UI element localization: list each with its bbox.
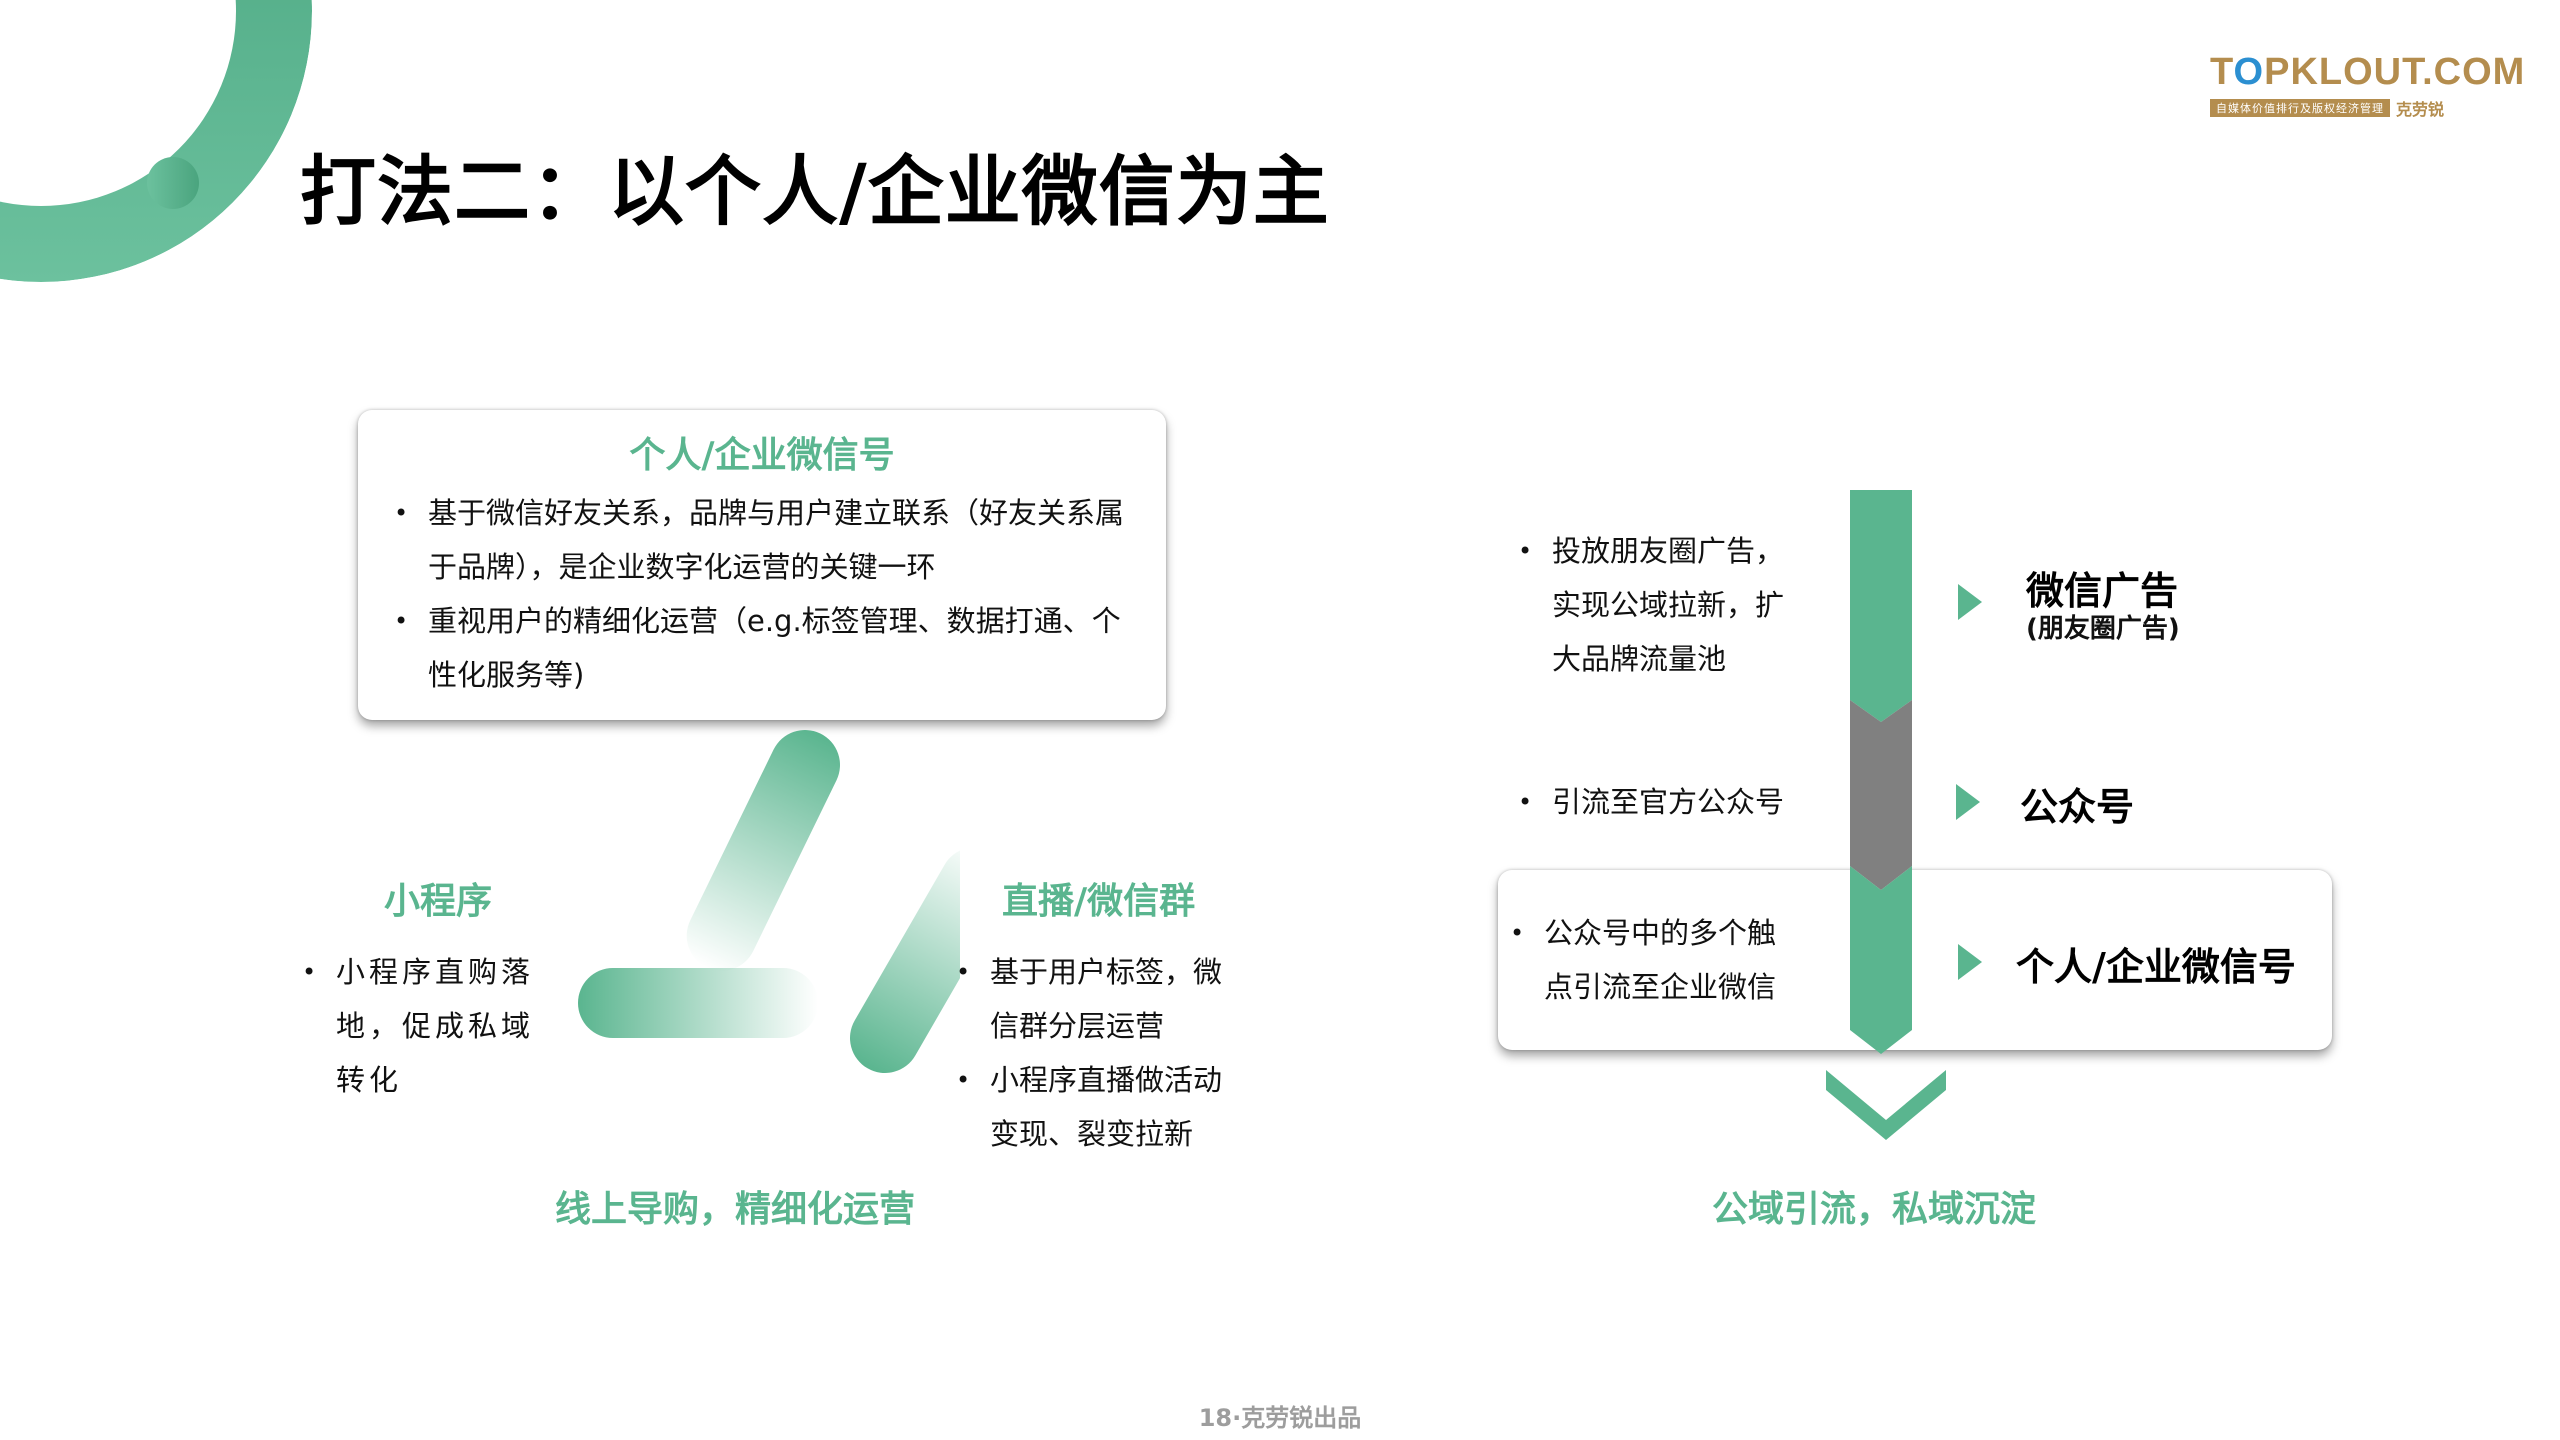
step-label: 公众号 [2020, 785, 2135, 829]
card-title: 个人/企业微信号 [629, 435, 895, 476]
triangle-arrow-icon [1958, 584, 1982, 620]
step-description: 引流至官方公众号 [1510, 775, 1810, 829]
triangle-arrow-icon [1958, 944, 1982, 980]
wechat-account-card: 个人/企业微信号 基于微信好友关系，品牌与用户建立联系（好友关系属于品牌），是企… [358, 410, 1166, 720]
step-sublabel: (朋友圈广告) [2026, 614, 2180, 644]
bullet-item: 基于微信好友关系，品牌与用户建立联系（好友关系属于品牌），是企业数字化运营的关键… [386, 486, 1132, 594]
bullet-item: 基于用户标签，微信群分层运营 [948, 945, 1248, 1053]
bullet-item: 小程序直购落地，促成私域转化 [294, 945, 552, 1107]
live-group-title: 直播/微信群 [1002, 881, 1196, 922]
funnel-flow-bar [1850, 490, 1912, 1054]
logo-cn-name: 克劳锐 [2396, 100, 2445, 119]
triangle-arrow-icon [1956, 784, 1980, 820]
topklout-logo: TOPKLOUT.COM 自媒体价值排行及版权经济管理 克劳锐 [2210, 50, 2526, 120]
page-title: 打法二：以个人/企业微信为主 [300, 147, 1330, 236]
triangle-loop-graphic [578, 730, 960, 1073]
mini-program-title: 小程序 [384, 881, 493, 922]
step-label: 个人/企业微信号 [2016, 945, 2296, 989]
step-description: 公众号中的多个触点引流至企业微信 [1502, 906, 1802, 1014]
step-description: 投放朋友圈广告，实现公域拉新，扩大品牌流量池 [1510, 524, 1810, 686]
bullet-item: 重视用户的精细化运营（e.g.标签管理、数据打通、个性化服务等) [386, 594, 1132, 702]
left-summary: 线上导购，精细化运营 [555, 1189, 916, 1230]
right-summary: 公域引流，私域沉淀 [1712, 1189, 2037, 1230]
page-footer: 18·克劳锐出品 [1198, 1404, 1362, 1432]
decorative-dot [147, 157, 199, 209]
bullet-item: 小程序直播做活动变现、裂变拉新 [948, 1053, 1248, 1161]
step-label: 微信广告 [2026, 569, 2179, 613]
decorative-ring [0, 0, 312, 282]
chevron-down-icon [1826, 1070, 1946, 1140]
logo-tagline: 自媒体价值排行及版权经济管理 [2210, 99, 2390, 117]
logo-wordmark: TOPKLOUT.COM [2210, 51, 2526, 93]
